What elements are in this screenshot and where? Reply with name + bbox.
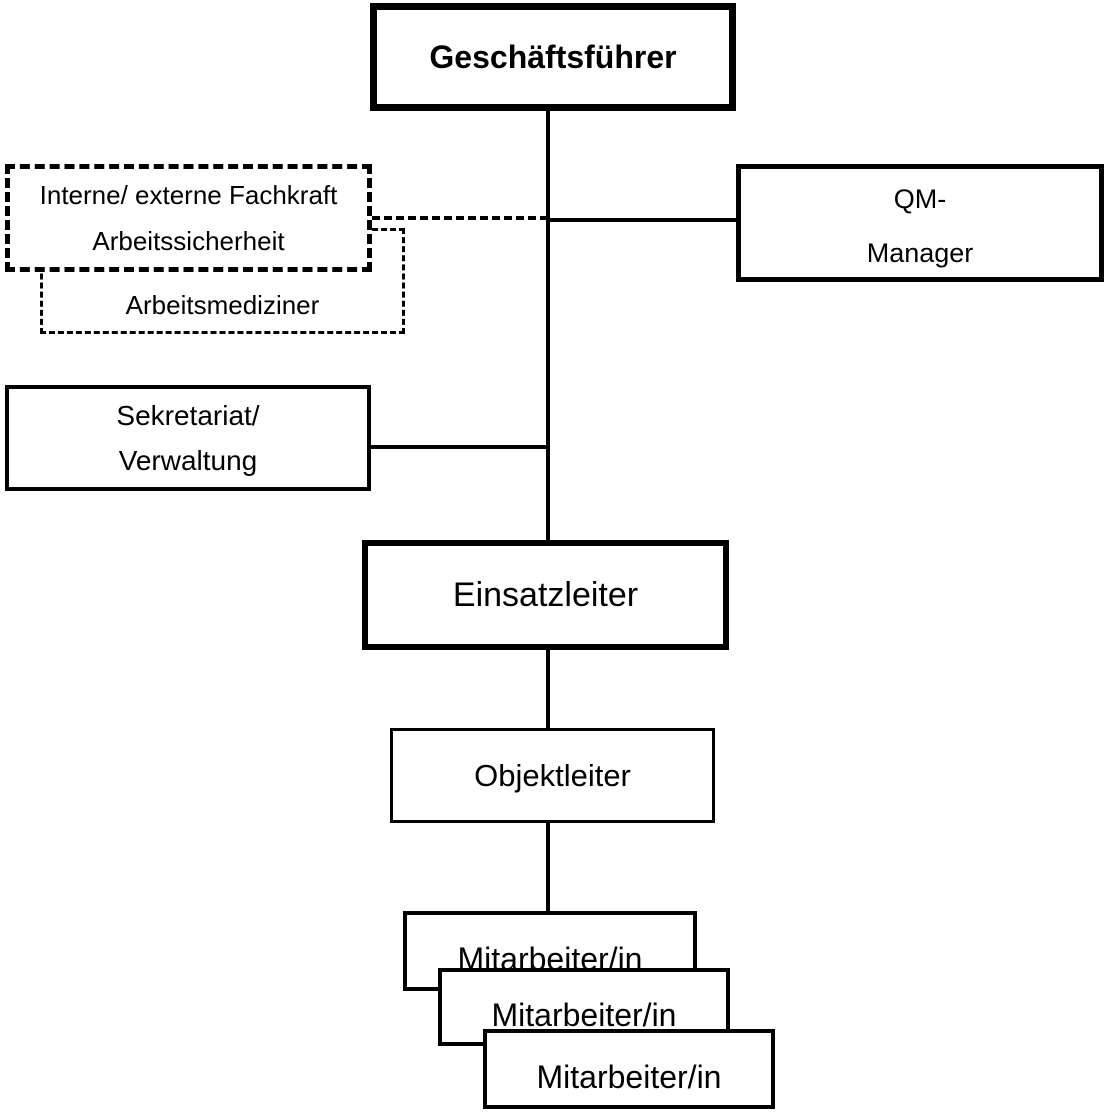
org-node-fachkraft-arbeitssicherheit: Interne/ externe Fachkraft Arbeitssicher… [5,164,372,272]
node-label-line2: Arbeitssicherheit [92,226,285,256]
connector-fachkraft-dashed [372,216,548,220]
node-label-line2: Manager [866,238,974,268]
node-label-line1: Sekretariat/ [116,400,260,431]
org-node-sekretariat-verwaltung: Sekretariat/ Verwaltung [5,385,371,491]
node-label: Arbeitsmediziner [125,289,320,320]
org-node-mitarbeiter-3: Mitarbeiter/in [483,1029,775,1109]
org-node-einsatzleiter: Einsatzleiter [362,540,729,650]
node-label-line1: QM- [893,184,947,214]
org-node-qm-manager: QM- Manager [736,164,1104,282]
node-label: Objektleiter [474,757,631,793]
node-label-line1: Interne/ externe Fachkraft [39,180,338,210]
org-node-geschaeftsfuehrer: Geschäftsführer [370,3,736,111]
node-label-line2: Verwaltung [118,445,258,476]
node-label: Mitarbeiter/in [536,1058,722,1095]
node-label: Geschäftsführer [429,38,677,75]
org-node-objektleiter: Objektleiter [390,728,715,823]
connector-einsatzleiter-objektleiter [546,650,550,728]
node-label: Einsatzleiter [452,575,639,614]
node-label: Mitarbeiter/in [491,996,677,1033]
connector-objektleiter-mitarbeiter [546,823,550,911]
connector-sekretariat [369,445,548,449]
connector-geschaeftsfuehrer-einsatzleiter [546,110,550,540]
connector-qm-manager [548,218,736,222]
